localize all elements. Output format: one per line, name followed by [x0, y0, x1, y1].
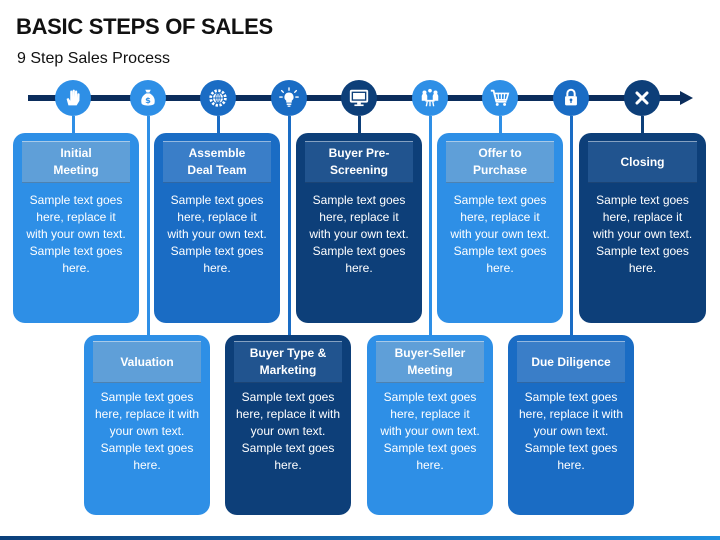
connector-6 [429, 116, 432, 338]
padlock-icon [553, 80, 589, 116]
connector-7 [499, 116, 502, 138]
slide-title: BASIC STEPS OF SALES [16, 14, 273, 39]
cart-icon [482, 80, 518, 116]
connector-1 [72, 116, 75, 138]
connector-2 [147, 116, 150, 338]
bottom-accent-bar [0, 536, 720, 540]
step-title: Buyer Pre-Screening [305, 141, 413, 183]
monitor-icon [341, 80, 377, 116]
money-bag-icon: $ [130, 80, 166, 116]
step-title: Due Diligence [517, 341, 625, 383]
connector-8 [570, 116, 573, 338]
globe-gear-icon [200, 80, 236, 116]
connector-9 [641, 116, 644, 138]
connector-3 [217, 116, 220, 138]
step-title: Valuation [93, 341, 201, 383]
step-title: Buyer Type &Marketing [234, 341, 342, 383]
connector-4 [288, 116, 291, 338]
connector-5 [358, 116, 361, 138]
lightbulb-icon [271, 80, 307, 116]
svg-text:$: $ [145, 95, 151, 105]
slide-subtitle: 9 Step Sales Process [17, 50, 170, 67]
hand-icon [55, 80, 91, 116]
step-title: Closing [588, 141, 697, 183]
close-x-icon [624, 80, 660, 116]
meeting-icon [412, 80, 448, 116]
